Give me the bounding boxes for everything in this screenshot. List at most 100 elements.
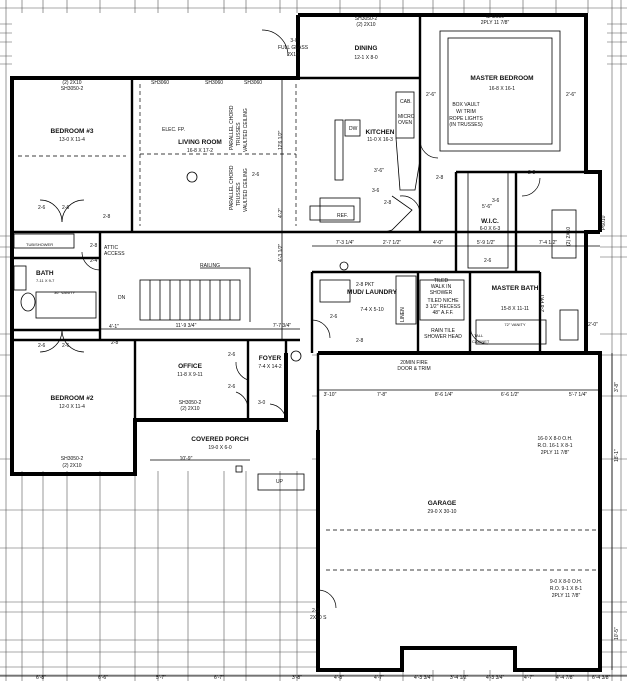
dim-4-3-half: 4'-3 1/2": [278, 243, 284, 262]
dim-door-attic: 2-4: [90, 258, 98, 264]
wic-label: W.I.C.: [481, 218, 499, 225]
note-elec-fp: ELEC. FP.: [162, 127, 185, 133]
note-pkt-laundry: 2-8 PKT: [356, 282, 375, 288]
note-office-window: SH3050-2: [178, 400, 202, 406]
note-vanity-36: 36" VANITY: [54, 290, 76, 295]
note-garage-door-2: 9-0 X 8-0 O.H.: [549, 579, 583, 585]
note-shower: SHOWER: [429, 290, 453, 296]
bedroom-2-size: 12-0 X 11-4: [59, 404, 85, 410]
dim-7-3-q: 7'-3 1/4": [335, 240, 355, 246]
note-in-trusses: (IN TRUSSES): [449, 122, 483, 128]
dim-10-5: 10'-5": [614, 627, 620, 640]
note-box-vault: BOX VAULT: [452, 102, 480, 108]
note-cab: CAB.: [400, 99, 412, 105]
note-office-header: (2) 2X10: [180, 406, 200, 412]
dining-label: DINING: [354, 45, 378, 52]
dim-7-7-3q: 7'-7 3/4": [272, 323, 292, 329]
dim-5-9-half: 5'-9 1/2": [476, 240, 496, 246]
dim-door-closet-2: 2-8: [111, 340, 119, 346]
dim-door-office-b: 2-6: [228, 384, 236, 390]
note-trusses-1: TRUSSES: [236, 122, 242, 146]
mud-laundry-label: MUD/ LAUNDRY: [347, 289, 397, 296]
dim-door-closet-3: 2-8: [103, 214, 111, 220]
note-pkt-master-bath: 2-8 PKT: [540, 293, 546, 312]
note-rain-tile: RAIN TILE: [431, 328, 455, 334]
bottom-dim-5: 3'-8": [292, 675, 302, 681]
living-room-size: 16-8 X 17-2: [186, 148, 214, 154]
kitchen-size: 11-0 X 16-3: [367, 137, 393, 143]
bottom-dim-13: 6'-4 3/8": [592, 675, 611, 681]
note-up: UP: [276, 479, 283, 485]
dim-5-7-q: 5'-7 1/4": [568, 392, 588, 398]
bottom-dim-12: 4'-4 7/8": [556, 675, 575, 681]
note-fire-door: 20MIN FIRE: [400, 360, 428, 366]
dim-3-6: 3'-6": [374, 168, 384, 174]
bottom-dim-6: 4'-8": [334, 675, 344, 681]
note-header-dining: (2) 2X10: [356, 22, 376, 28]
note-dw: DW: [349, 126, 358, 132]
dim-laundry-header: 2-8: [356, 338, 364, 344]
note-dn: DN: [118, 295, 126, 301]
wic-size: 6-0 X 6-3: [479, 226, 501, 232]
mud-laundry-size: 7-4 X 5-10: [360, 307, 384, 313]
note-vaulted-ceiling-2: VAULTED CEILING: [243, 168, 249, 212]
note-garage-right-p6010: P6010: [601, 215, 607, 230]
dim-door-wic: 2-8: [528, 170, 536, 176]
note-garage-ro-1: R.O. 16-1 X 8-1: [537, 443, 573, 449]
dim-3-10: 3'-10": [323, 392, 337, 398]
dim-18-1: 18'-1": [614, 449, 620, 462]
dim-8-6-q: 8'-6 1/4": [434, 392, 454, 398]
dim-6-6-half: 6'-6 1/2": [500, 392, 520, 398]
master-bath-label: MASTER BATH: [491, 285, 539, 292]
master-bath-size: 15-8 X 11-11: [500, 306, 530, 312]
note-rope-lights: ROPE LIGHTS: [449, 116, 483, 122]
note-living-window-3: SH3060: [244, 80, 263, 86]
note-tiled-niche: TILED NICHE: [427, 298, 459, 304]
office-size: 11-8 X 9-11: [177, 372, 203, 378]
living-room-label: LIVING ROOM: [178, 139, 222, 146]
symbols: [186, 171, 349, 362]
bottom-dim-10: 4'-3 3/4": [486, 675, 505, 681]
dim-door-living: 2-6: [252, 172, 260, 178]
dim-2-0: 2'-0": [588, 322, 598, 328]
dim-12-6-half: 12'6 1/2": [278, 130, 284, 150]
dim-door-bed3-b: 2-6: [62, 205, 70, 211]
dim-door-bath: 2-8: [90, 243, 98, 249]
dim-door-bed2-b: 2-6: [62, 343, 70, 349]
bottom-dim-8: 4'-3 3/4": [414, 675, 433, 681]
note-w-trim: W/ TRIM: [456, 109, 476, 115]
bottom-dim-7: 4'-7": [374, 675, 384, 681]
note-walk-in: WALK IN: [430, 284, 452, 290]
bottom-dim-3: 5'-7": [156, 675, 166, 681]
bedroom-3-size: 13-0 X 11-4: [59, 137, 85, 143]
kitchen-label: KITCHEN: [365, 129, 395, 136]
bath-label: BATH: [36, 270, 54, 277]
note-garage-door-header: 2X10 S: [310, 615, 327, 621]
dimension-lines: [0, 80, 627, 677]
note-aff: 48" A.F.F.: [432, 310, 454, 316]
garage-label: GARAGE: [427, 500, 457, 507]
note-door-header: 2X10: [287, 52, 299, 58]
dim-door-foyer: 3-0: [258, 400, 266, 406]
master-bedroom-size: 16-8 X 16-1: [488, 86, 516, 92]
note-garage-door-1: 16-0 X 8-0 O.H.: [537, 436, 573, 442]
dim-door-kitchen: 2-8: [384, 200, 392, 206]
office-label: OFFICE: [178, 363, 202, 370]
note-garage-header-1: 2PLY 11 7/8": [540, 450, 570, 456]
garage-size: 29-0 X 30-10: [427, 509, 457, 515]
dim-2-7-half: 2'-7 1/2": [382, 240, 402, 246]
bottom-dim-2: 6'-6": [98, 675, 108, 681]
fixtures: [13, 30, 579, 491]
note-tiled: TILED: [433, 278, 449, 284]
bath-size: 7-11 X 9-7: [36, 278, 55, 283]
note-vanity-72: 72" VANITY: [504, 322, 526, 327]
dim-door-office-a: 2-6: [228, 352, 236, 358]
dim-2-6-master-left: 2'-6": [426, 92, 436, 98]
covered-porch-label: COVERED PORCH: [191, 436, 249, 443]
dim-5-6: 5'-6": [482, 204, 492, 210]
dim-4-1: 4'-1": [109, 324, 119, 330]
bedroom-3-label: BEDROOM #3: [50, 128, 94, 135]
note-tall: TALL: [474, 333, 484, 338]
note-bed2-header: (2) 2X10: [62, 463, 82, 469]
